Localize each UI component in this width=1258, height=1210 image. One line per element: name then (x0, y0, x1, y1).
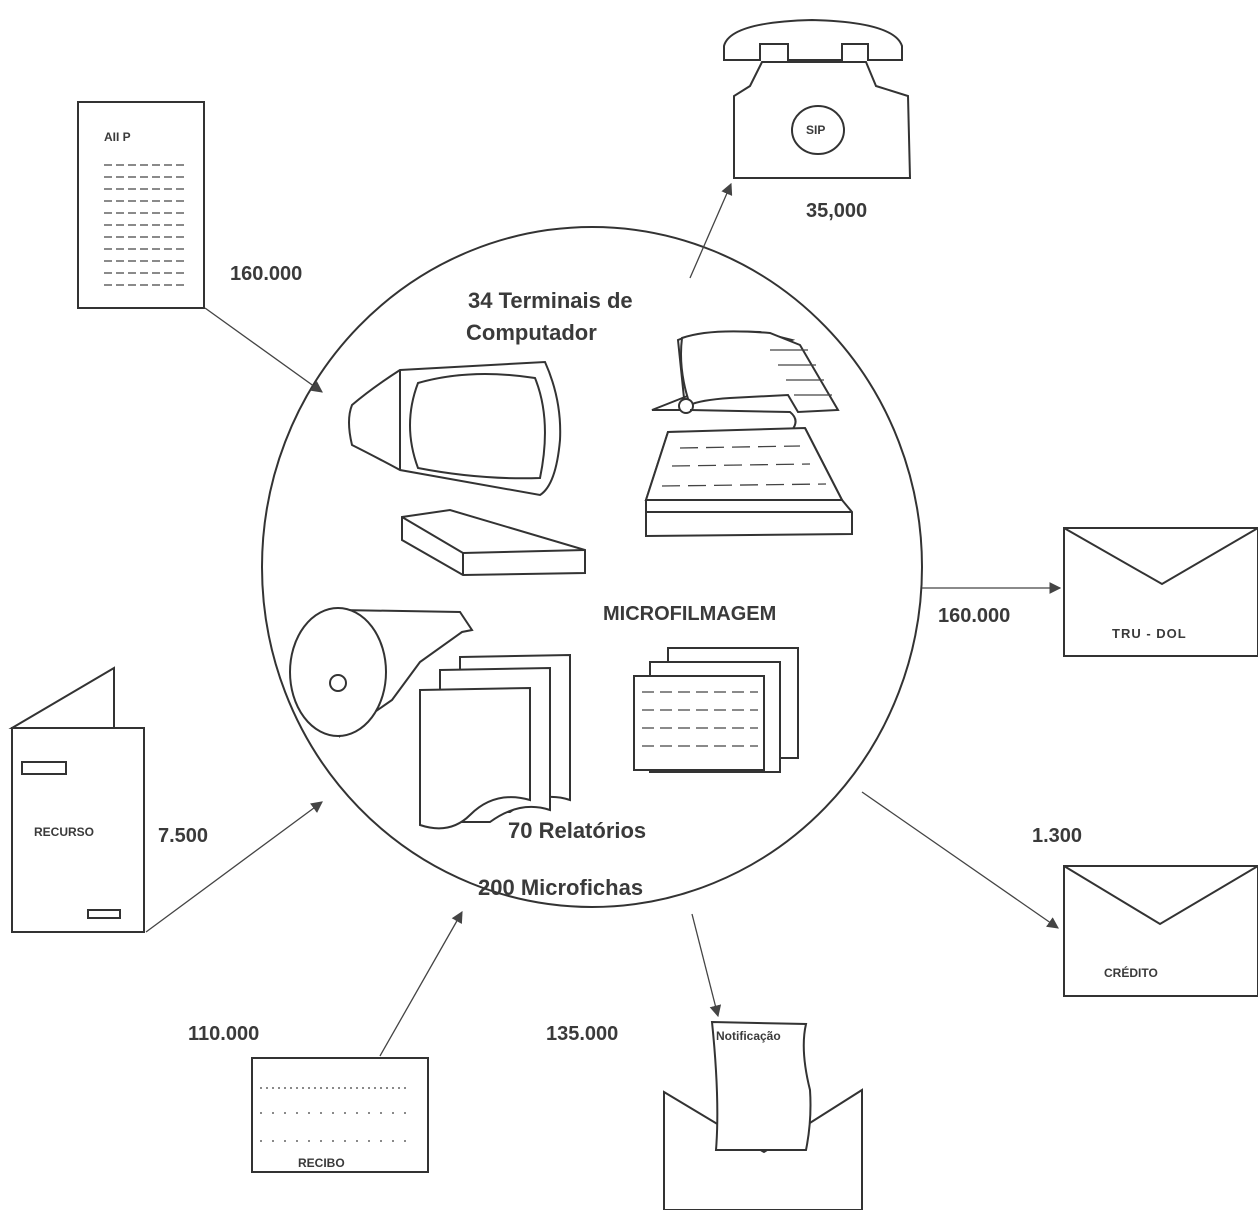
credito-label: CRÉDITO (1104, 965, 1158, 980)
microfiches-label: 200 Microfichas (478, 875, 643, 900)
data-block-icon (401, 508, 586, 577)
sip-value: 35,000 (806, 200, 867, 222)
recibo-form-icon: RECIBO (251, 1057, 429, 1173)
aiip-value: 160.000 (230, 263, 302, 285)
credito-arrow (861, 791, 1059, 929)
central-circle (261, 226, 923, 908)
notificacao-envelope-icon: Notificação (663, 1020, 863, 1210)
recibo-arrow (379, 910, 463, 1057)
aiip-document-icon: AII P (77, 101, 205, 309)
notificacao-arrow (691, 913, 722, 1018)
trudol-value: 160.000 (938, 605, 1010, 627)
notificacao-label: Notificação (716, 1029, 781, 1043)
printer-icon (644, 330, 853, 538)
reports-label: 70 Relatórios (508, 818, 646, 843)
envelope-trudol-icon: TRU - DOL (1063, 527, 1258, 657)
aiip-label: AII P (104, 130, 131, 144)
terminals-label: 34 Terminais de (468, 288, 633, 313)
terminals-label-line2: Computador (466, 320, 597, 345)
recurso-label: RECURSO (34, 825, 94, 839)
credito-value: 1.300 (1032, 825, 1082, 847)
envelope-credito-icon: CRÉDITO (1063, 865, 1258, 997)
recibo-value: 110.000 (188, 1023, 259, 1045)
paper-roll-icon (289, 607, 474, 738)
sip-label: SIP (806, 123, 825, 137)
recurso-arrow (145, 801, 323, 933)
recibo-label: RECIBO (298, 1156, 345, 1170)
recurso-value: 7.500 (158, 825, 208, 847)
recurso-folder-icon: RECURSO (8, 666, 145, 933)
microfilm-label: MICROFILMAGEM (603, 603, 776, 625)
sip-arrow (689, 182, 733, 279)
trudol-label: TRU - DOL (1112, 626, 1187, 641)
telephone-sip-icon: SIP (723, 18, 912, 179)
aiip-arrow (204, 307, 323, 393)
microfiche-stack-icon (633, 647, 799, 773)
reports-stack-icon (419, 653, 571, 830)
notificacao-value: 135.000 (546, 1023, 618, 1045)
computer-terminal-icon (348, 360, 562, 497)
